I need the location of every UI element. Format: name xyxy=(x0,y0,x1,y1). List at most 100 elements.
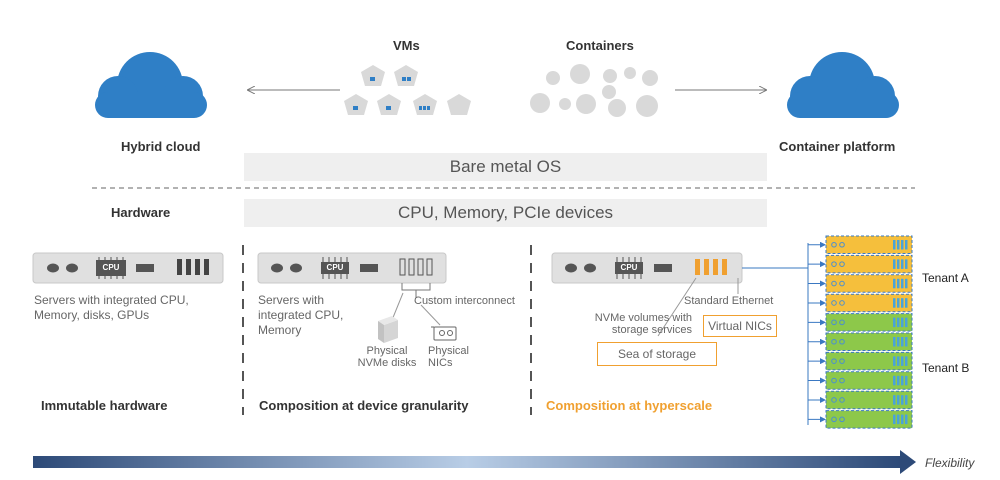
server-slot xyxy=(901,375,904,386)
server-slot xyxy=(905,395,908,405)
server-slot xyxy=(893,240,896,250)
server-slot xyxy=(897,337,900,347)
server-slot xyxy=(897,240,900,250)
server-led xyxy=(831,241,837,248)
server-slot xyxy=(897,356,900,366)
server-immutable xyxy=(32,252,224,284)
tenant-b-server xyxy=(825,351,913,371)
server-slot xyxy=(901,414,904,425)
vm-icons xyxy=(344,65,471,115)
flexibility-arrow-head xyxy=(900,450,916,474)
server-slot xyxy=(893,259,896,269)
server-slot xyxy=(905,240,908,250)
server-slot xyxy=(901,278,904,289)
hybrid-cloud-icon xyxy=(95,52,207,118)
server-slot xyxy=(893,298,896,308)
custom-interconnect-label: Custom interconnect xyxy=(414,295,515,307)
standard-ethernet-label: Standard Ethernet xyxy=(684,295,774,307)
hardware-bar: CPU, Memory, PCIe devices xyxy=(244,199,767,227)
tenant-a-server xyxy=(825,235,913,254)
server-led xyxy=(839,377,845,384)
server-led xyxy=(831,338,837,345)
bare-metal-os-bar: Bare metal OS xyxy=(244,153,767,181)
server-led xyxy=(839,280,845,287)
server-slot xyxy=(897,414,900,425)
server-slot xyxy=(901,259,904,269)
virtual-nics-box: Virtual NICs xyxy=(703,315,777,337)
tenant-b-server xyxy=(825,410,913,429)
tenant-b-server xyxy=(825,332,913,351)
server-led xyxy=(831,300,837,306)
cpu-chip-label: CPU xyxy=(326,263,344,272)
tenant-b-server xyxy=(825,390,913,410)
server-slot xyxy=(901,356,904,366)
server-slot xyxy=(905,375,908,386)
server-led xyxy=(831,280,837,287)
server-led xyxy=(839,261,845,267)
server-slot xyxy=(905,317,908,328)
server-slot xyxy=(897,375,900,386)
nvme-volumes-label: NVMe volumes with storage services xyxy=(594,312,692,336)
server-slot xyxy=(893,278,896,289)
server-led xyxy=(831,377,837,384)
server-slot xyxy=(905,356,908,366)
server-slot xyxy=(893,356,896,366)
physical-nics-label: Physical NICs xyxy=(428,345,469,369)
tenant-b-label: Tenant B xyxy=(922,361,970,375)
col1-description: Servers with integrated CPU, Memory, dis… xyxy=(34,293,189,322)
col2-description: Servers with integrated CPU, Memory xyxy=(258,293,344,337)
server-slot xyxy=(901,337,904,347)
vms-label: VMs xyxy=(393,38,420,53)
tenant-a-server xyxy=(825,254,913,274)
server-led xyxy=(839,416,845,423)
server-led xyxy=(839,319,845,326)
col2-title: Composition at device granularity xyxy=(259,398,469,413)
server-slot xyxy=(901,317,904,328)
container-platform-cloud-icon xyxy=(787,52,899,118)
tenant-b-server xyxy=(825,371,913,390)
server-slot xyxy=(905,278,908,289)
tenant-a-label: Tenant A xyxy=(922,271,969,285)
flexibility-arrow-bar xyxy=(33,456,901,468)
server-led xyxy=(839,338,845,345)
col3-title: Composition at hyperscale xyxy=(546,398,713,413)
server-slot xyxy=(897,317,900,328)
server-led xyxy=(831,319,837,326)
server-led xyxy=(839,397,845,403)
server-slot xyxy=(901,298,904,308)
cpu-chip-label: CPU xyxy=(102,263,120,272)
tenant-a-server xyxy=(825,293,913,313)
server-slot xyxy=(897,259,900,269)
containers-label: Containers xyxy=(566,38,634,53)
server-led xyxy=(839,241,845,248)
server-slot xyxy=(905,259,908,269)
sea-of-storage-box: Sea of storage xyxy=(597,342,717,366)
server-led xyxy=(839,300,845,306)
nvme-disk-icon xyxy=(378,316,398,343)
flexibility-label: Flexibility xyxy=(925,456,975,470)
cpu-chip-label: CPU xyxy=(620,263,638,272)
server-slot xyxy=(905,414,908,425)
tenant-connector xyxy=(742,243,809,425)
server-slot xyxy=(897,278,900,289)
server-slot xyxy=(893,317,896,328)
server-led xyxy=(831,261,837,267)
col1-title: Immutable hardware xyxy=(41,398,168,413)
server-slot xyxy=(893,337,896,347)
server-slot xyxy=(901,395,904,405)
tenant-a-server xyxy=(825,274,913,293)
server-slot xyxy=(905,337,908,347)
server-slot xyxy=(897,298,900,308)
server-slot xyxy=(893,395,896,405)
server-slot xyxy=(905,298,908,308)
server-slot xyxy=(901,240,904,250)
server-led xyxy=(831,358,837,364)
server-device-composition xyxy=(257,252,447,326)
server-slot xyxy=(897,395,900,405)
server-hyperscale xyxy=(551,252,743,337)
hybrid-cloud-label: Hybrid cloud xyxy=(121,139,201,154)
server-slot xyxy=(893,414,896,425)
hardware-label: Hardware xyxy=(111,205,171,220)
tenant-b-server xyxy=(825,313,913,332)
